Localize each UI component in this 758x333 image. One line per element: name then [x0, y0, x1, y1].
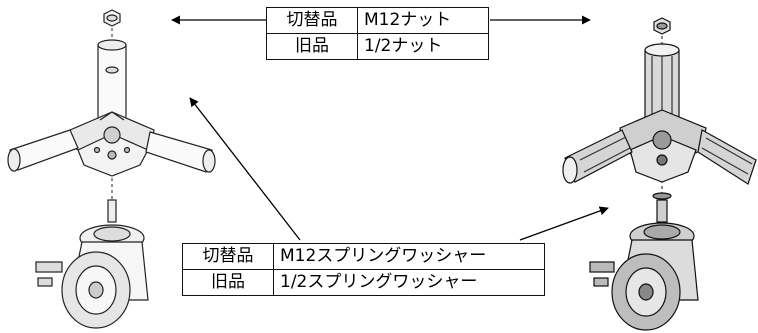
washer-new-key: 切替品: [182, 243, 274, 270]
washer-label-table: 切替品 M12スプリングワッシャー 旧品 1/2スプリングワッシャー: [182, 243, 545, 296]
nut-old-value: 1/2ナット: [357, 33, 489, 60]
washer-new-value: M12スプリングワッシャー: [273, 243, 545, 270]
right-nut: [653, 17, 671, 35]
nut-label-table: 切替品 M12ナット 旧品 1/2ナット: [266, 7, 489, 60]
right-side-arm-a: [562, 129, 633, 184]
arrow-washer-left: [189, 97, 301, 241]
right-caster-assembly: [562, 17, 757, 331]
left-side-pipe-a: [7, 129, 79, 172]
nut-new-value: M12ナット: [357, 7, 489, 34]
left-nut: [103, 9, 121, 27]
table-row: 旧品 1/2スプリングワッシャー: [182, 269, 545, 296]
table-row: 旧品 1/2ナット: [266, 33, 489, 60]
nut-old-key: 旧品: [266, 33, 358, 60]
left-bracket: [69, 111, 155, 177]
right-side-arm-b: [697, 129, 757, 185]
table-row: 切替品 M12ナット: [266, 7, 489, 34]
left-caster: [35, 224, 149, 329]
arrow-washer-right: [519, 206, 609, 241]
left-caster-assembly: [7, 9, 216, 329]
nut-new-key: 切替品: [266, 7, 358, 34]
washer-old-key: 旧品: [182, 269, 274, 296]
table-row: 切替品 M12スプリングワッシャー: [182, 243, 545, 270]
right-washer: [652, 192, 672, 200]
washer-old-value: 1/2スプリングワッシャー: [273, 269, 545, 296]
right-vertical-post: [644, 43, 680, 121]
left-side-pipe-b: [145, 131, 216, 173]
right-caster: [589, 222, 699, 331]
right-joint: [619, 109, 707, 183]
left-vertical-pipe: [97, 39, 127, 121]
